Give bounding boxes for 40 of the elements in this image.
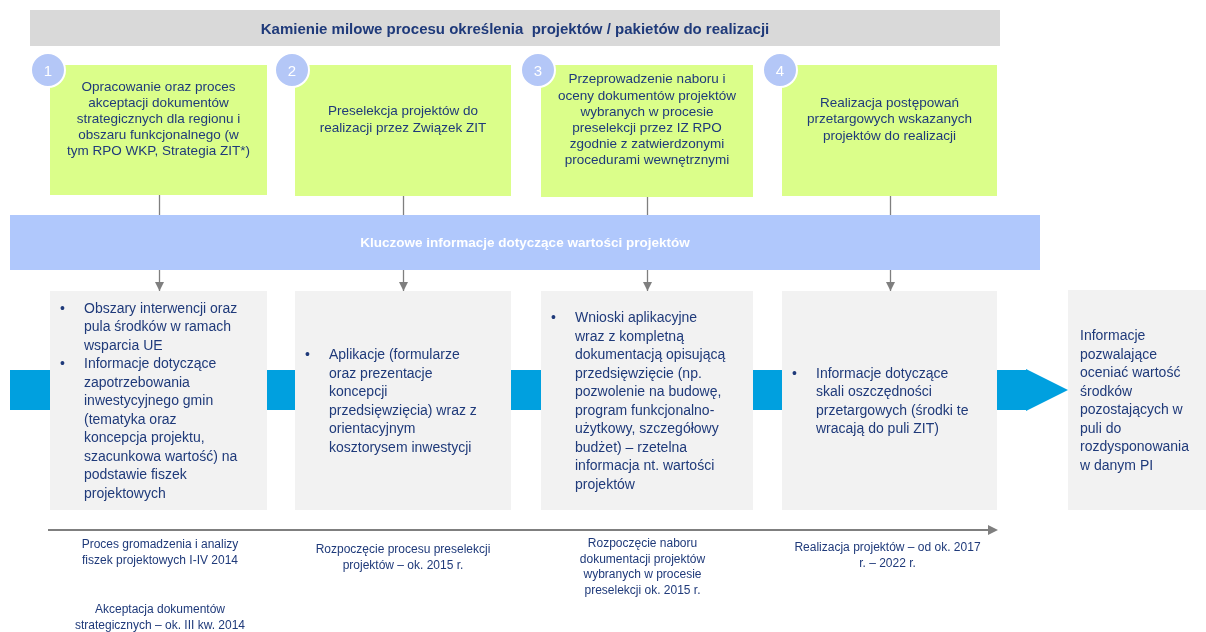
milestone-box xyxy=(50,65,267,195)
timeline-label: Proces gromadzenia i analizy fiszek projektowych I-IV 2014 xyxy=(80,537,240,568)
title-banner: Kamienie milowe procesu określenia projektów / pakietów do realizacji xyxy=(30,10,1000,46)
box-text: Preselekcja projektów do realizacji przez Związek ZIT xyxy=(318,103,488,136)
bullet-marker: • xyxy=(59,298,66,318)
step-number-circle: 4 xyxy=(762,52,798,88)
bullet-text: Aplikacje (formularze oraz prezentacje koncepcji przedsięwzięcia) wraz z orientacyjnym kosztorysem inwestycji xyxy=(329,345,478,456)
connector-arrow xyxy=(398,269,409,292)
info-box xyxy=(50,291,267,510)
connector-arrow xyxy=(885,269,896,292)
box-text: Informacje pozwalające oceniać wartość środków pozostających w puli do rozdysponowania w danym PI xyxy=(1080,326,1190,474)
bullet-marker: • xyxy=(59,354,66,374)
connector-arrow xyxy=(154,269,165,292)
bullet-text: Wnioski aplikacyjne wraz z kompletną dokumentacją opisującą przedsięwzięcie (np. pozwolenie na budowę, program funkcjonalno-użytkowy, szczegółowy budżet) – rzetelna informacja nt. wartości projektów xyxy=(575,308,727,493)
timeline-label: Realizacja projektów – od ok. 2017 r. – 2022 r. xyxy=(793,540,982,571)
flow-arrow xyxy=(997,369,1068,411)
timeline-label: Rozpoczęcie procesu preselekcji projektów – ok. 2015 r. xyxy=(314,542,492,573)
bullet-text: Informacje dotyczące skali oszczędności przetargowych (środki te wracają do puli ZIT) xyxy=(816,363,970,438)
timeline-label: Akceptacja dokumentów strategicznych – ok. III kw. 2014 xyxy=(73,602,247,632)
result-box xyxy=(1068,290,1206,510)
milestone-box xyxy=(782,65,997,196)
milestone-box xyxy=(295,65,511,196)
bullet-marker: • xyxy=(550,308,557,327)
info-box xyxy=(782,291,997,510)
connector-arrow xyxy=(642,269,653,292)
box-text: Przeprowadzenie naboru i oceny dokumentów projektów wybranych w procesie preselekcji przez IZ RPO zgodnie z zatwierdzonymi procedurami wewnętrznymi xyxy=(557,71,737,169)
info-box xyxy=(295,291,511,510)
box-text: Realizacja postępowań przetargowych wskazanych projektów do realizacji xyxy=(805,95,974,144)
step-number-circle: 2 xyxy=(274,52,310,88)
bullet-marker: • xyxy=(791,363,798,383)
timeline-label: Rozpoczęcie naboru dokumentacji projektów wybranych w procesie preselekcji ok. 2015 r. xyxy=(578,536,707,598)
bullet-text: Obszary interwencji oraz pula środków w ramach wsparcia UE xyxy=(84,298,239,355)
bullet-text: Informacje dotyczące zapotrzebowania inwestycyjnego gmin (tematyka oraz koncepcja projektu, szacunkowa wartość) na podstawie fiszek projektowych xyxy=(84,354,239,503)
box-text: Opracowanie oraz proces akceptacji dokumentów strategicznych dla regionu i obszaru funkcjonalnego (w tym RPO WKP, Strategia ZIT*) xyxy=(66,78,251,160)
step-number-circle: 3 xyxy=(520,52,556,88)
bullet-marker: • xyxy=(304,345,311,364)
milestone-box xyxy=(541,65,753,197)
info-band: Kluczowe informacje dotyczące wartości projektów xyxy=(10,215,1040,270)
step-number-circle: 1 xyxy=(30,52,66,88)
info-box xyxy=(541,291,753,510)
